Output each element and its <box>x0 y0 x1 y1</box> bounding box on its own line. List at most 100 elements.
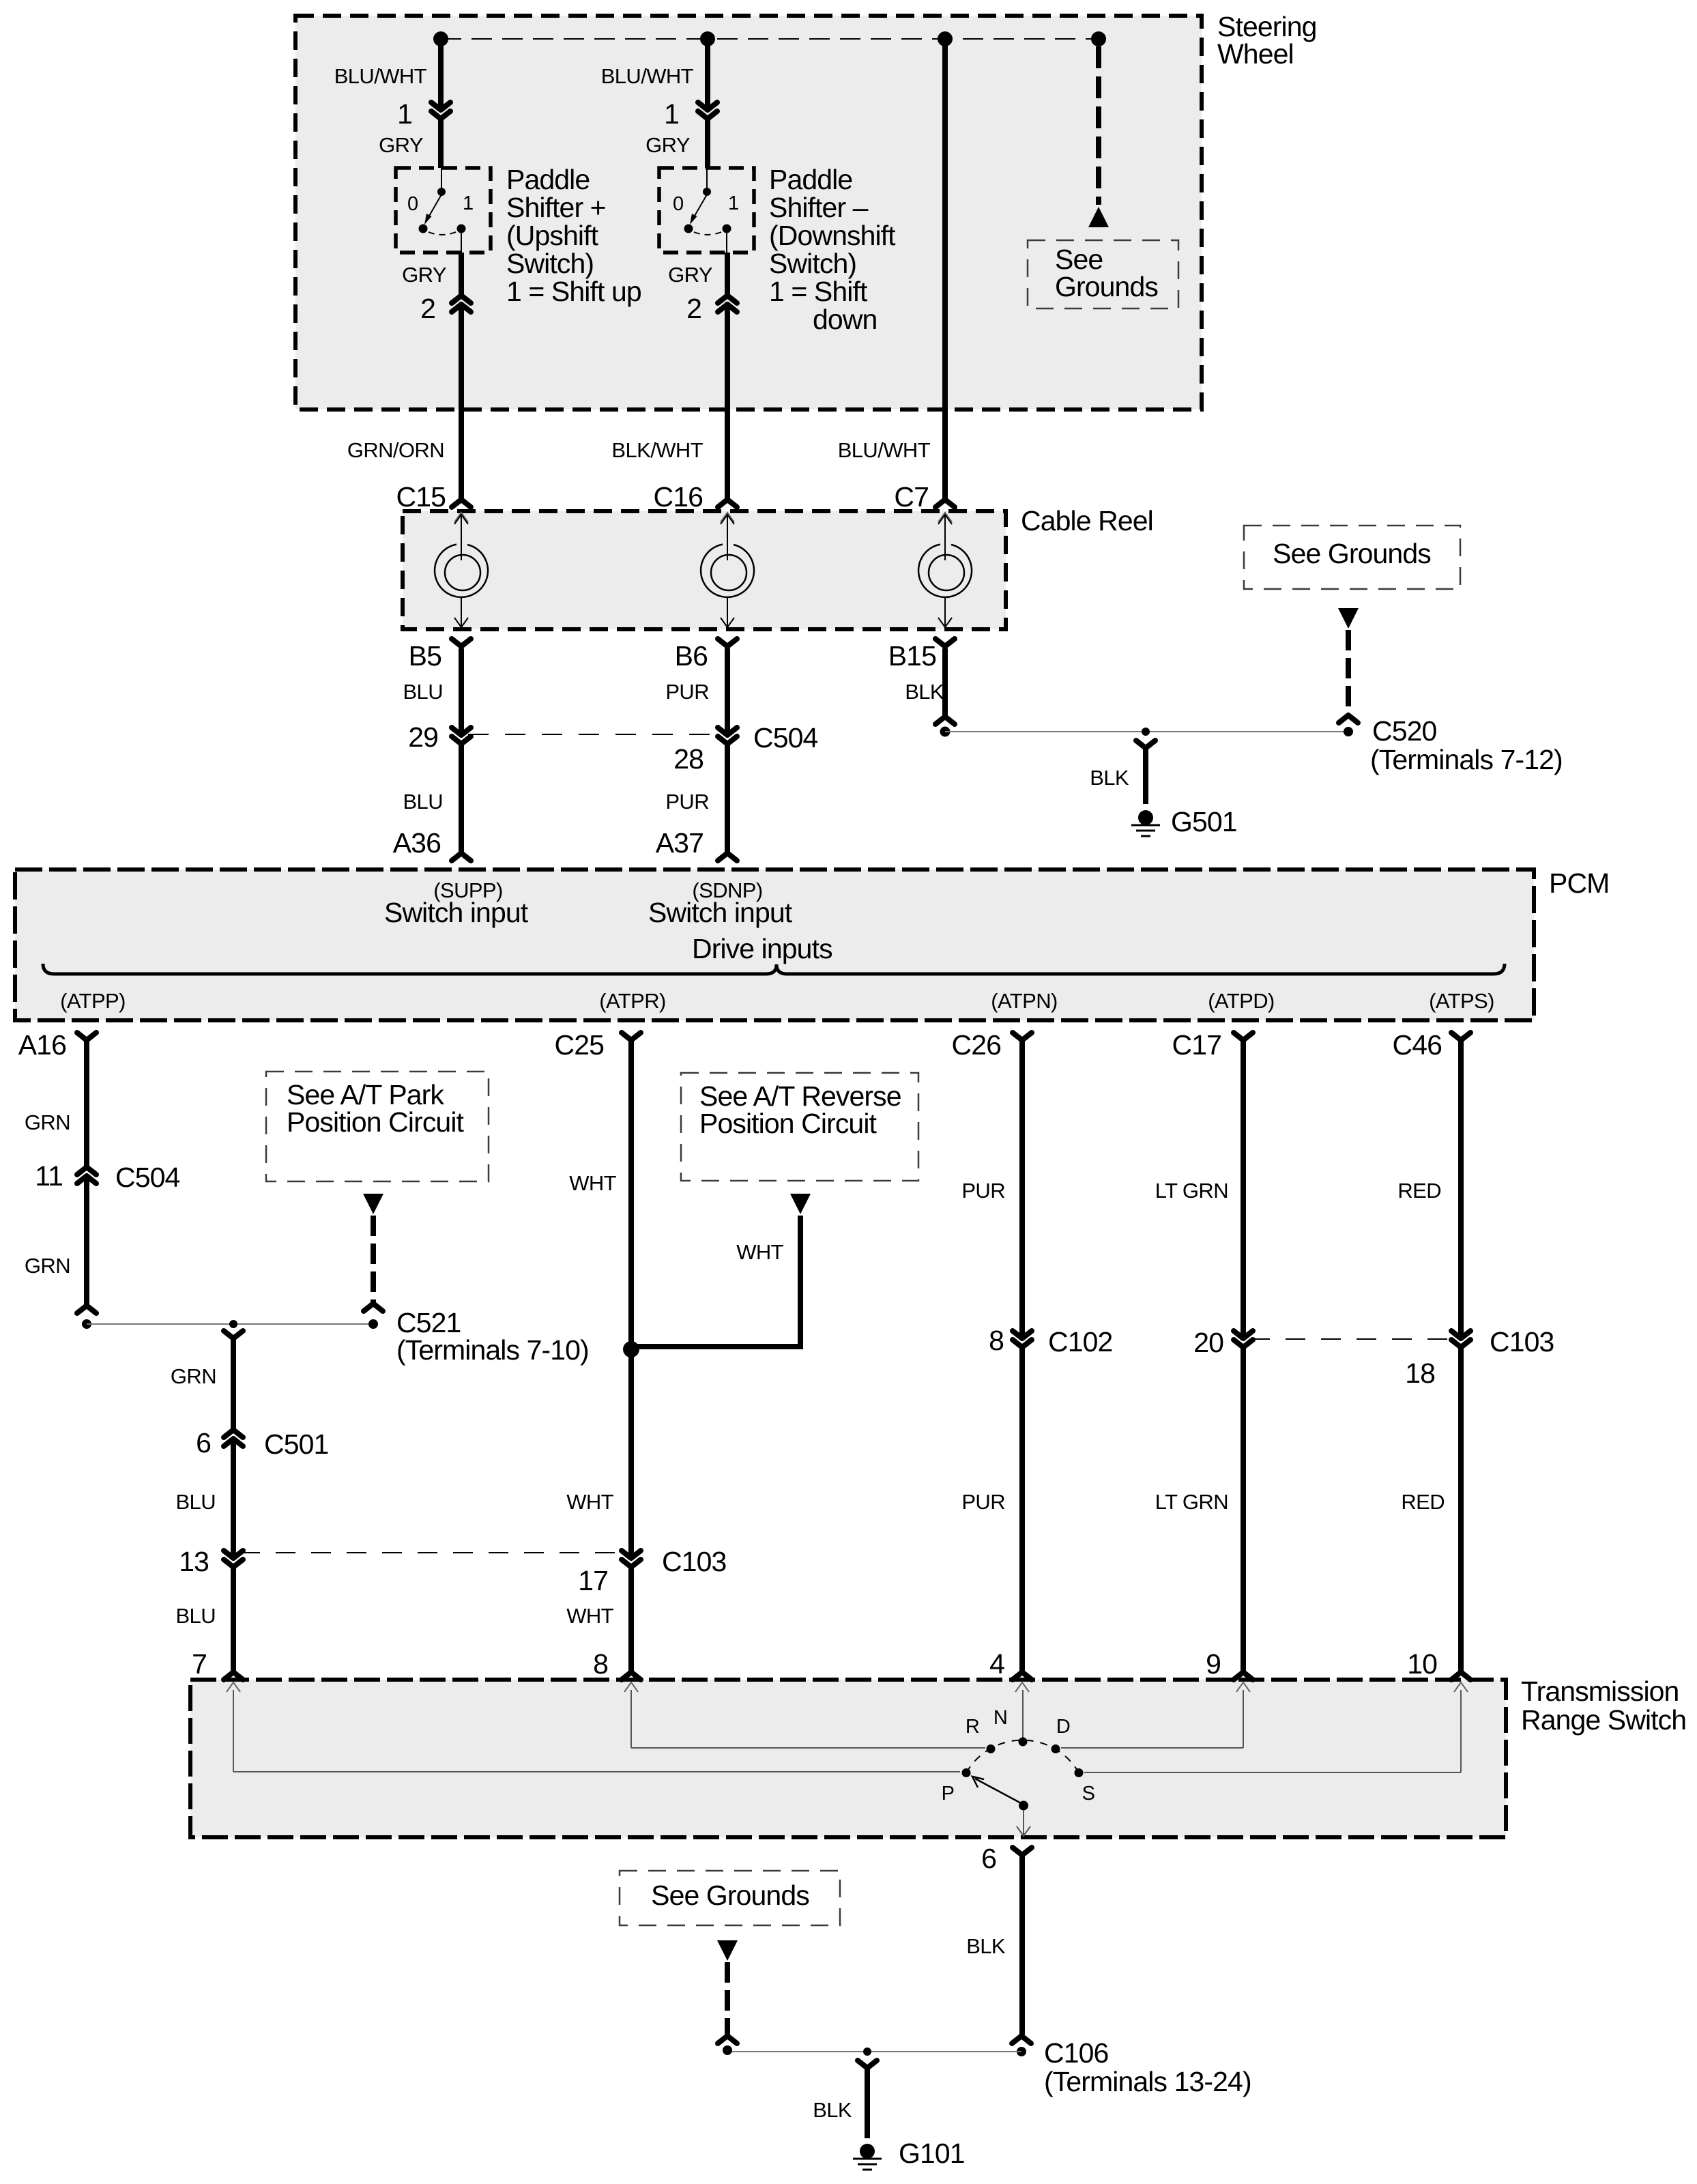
svg-text:PUR: PUR <box>961 1179 1005 1203</box>
svg-text:1: 1 <box>728 192 739 214</box>
svg-text:PUR: PUR <box>961 1490 1005 1514</box>
svg-text:Steering: Steering <box>1217 11 1317 42</box>
svg-text:C25: C25 <box>554 1029 604 1061</box>
svg-text:(ATPR): (ATPR) <box>599 989 665 1013</box>
svg-text:BLU: BLU <box>175 1604 216 1628</box>
svg-text:9: 9 <box>1206 1648 1221 1680</box>
svg-text:PUR: PUR <box>665 790 709 814</box>
svg-text:C16: C16 <box>653 481 703 513</box>
svg-text:C504: C504 <box>115 1162 180 1193</box>
svg-text:BLU/WHT: BLU/WHT <box>838 438 931 462</box>
svg-text:See A/T Reverse: See A/T Reverse <box>699 1080 901 1112</box>
svg-text:Grounds: Grounds <box>1055 271 1158 302</box>
svg-text:BLU/WHT: BLU/WHT <box>334 64 427 88</box>
svg-text:C504: C504 <box>753 722 818 753</box>
svg-text:Switch input: Switch input <box>384 897 529 928</box>
svg-text:Transmission: Transmission <box>1521 1676 1679 1707</box>
svg-text:B6: B6 <box>675 640 708 672</box>
svg-text:GRN: GRN <box>171 1364 216 1388</box>
svg-text:2: 2 <box>420 293 435 324</box>
svg-text:B15: B15 <box>888 640 936 672</box>
svg-text:See: See <box>1055 244 1103 275</box>
svg-text:28: 28 <box>673 743 704 775</box>
svg-text:WHT: WHT <box>569 1171 616 1195</box>
svg-text:BLK/WHT: BLK/WHT <box>611 438 703 462</box>
svg-text:S: S <box>1082 1783 1095 1805</box>
svg-text:GRN/ORN: GRN/ORN <box>347 438 444 462</box>
svg-text:20: 20 <box>1193 1327 1223 1358</box>
svg-text:Position Circuit: Position Circuit <box>287 1106 465 1138</box>
svg-text:C102: C102 <box>1048 1326 1112 1357</box>
svg-text:Switch): Switch) <box>769 248 856 279</box>
svg-text:(SDNP): (SDNP) <box>692 878 762 902</box>
svg-text:1: 1 <box>397 98 412 130</box>
svg-text:2: 2 <box>686 293 701 324</box>
svg-text:4: 4 <box>989 1648 1004 1680</box>
svg-text:6: 6 <box>196 1427 211 1459</box>
svg-text:13: 13 <box>179 1546 209 1577</box>
svg-text:BLK: BLK <box>966 1934 1006 1958</box>
svg-text:G101: G101 <box>899 2138 965 2169</box>
svg-text:1 = Shift up: 1 = Shift up <box>506 276 641 307</box>
svg-text:BLU/WHT: BLU/WHT <box>601 64 694 88</box>
svg-text:C7: C7 <box>894 481 929 513</box>
svg-text:Paddle: Paddle <box>769 164 852 195</box>
svg-text:GRY: GRY <box>668 263 712 287</box>
svg-text:Range Switch: Range Switch <box>1521 1704 1686 1736</box>
svg-text:RED: RED <box>1397 1179 1441 1203</box>
svg-text:Switch): Switch) <box>506 248 594 279</box>
svg-text:C103: C103 <box>1490 1326 1554 1357</box>
svg-text:BLU: BLU <box>403 790 443 814</box>
svg-text:GRY: GRY <box>402 263 446 287</box>
svg-text:C103: C103 <box>662 1546 726 1577</box>
svg-text:C46: C46 <box>1392 1029 1442 1061</box>
svg-text:0: 0 <box>407 193 418 215</box>
svg-text:(Terminals 13-24): (Terminals 13-24) <box>1044 2066 1251 2097</box>
svg-text:Wheel: Wheel <box>1217 38 1294 70</box>
svg-text:GRY: GRY <box>379 133 423 157</box>
svg-text:Drive inputs: Drive inputs <box>692 933 832 964</box>
svg-text:10: 10 <box>1407 1648 1437 1680</box>
svg-text:BLK: BLK <box>1090 766 1129 790</box>
svg-text:B5: B5 <box>409 640 441 672</box>
svg-text:6: 6 <box>981 1843 996 1874</box>
svg-text:C520: C520 <box>1372 715 1437 747</box>
svg-text:(ATPS): (ATPS) <box>1429 989 1494 1013</box>
svg-text:C17: C17 <box>1172 1029 1221 1061</box>
svg-text:LT GRN: LT GRN <box>1155 1490 1228 1514</box>
svg-text:Paddle: Paddle <box>506 164 590 195</box>
svg-text:RED: RED <box>1401 1490 1445 1514</box>
svg-text:8: 8 <box>989 1325 1004 1356</box>
svg-text:Cable Reel: Cable Reel <box>1021 505 1153 536</box>
svg-text:8: 8 <box>593 1648 608 1680</box>
svg-text:See Grounds: See Grounds <box>651 1880 809 1911</box>
svg-text:GRN: GRN <box>25 1110 70 1134</box>
svg-text:C501: C501 <box>264 1428 328 1460</box>
svg-text:17: 17 <box>578 1565 608 1596</box>
svg-text:(Upshift: (Upshift <box>506 220 599 251</box>
svg-text:1: 1 <box>664 98 679 130</box>
svg-text:See Grounds: See Grounds <box>1273 538 1431 569</box>
svg-text:Position Circuit: Position Circuit <box>699 1108 877 1139</box>
svg-text:29: 29 <box>408 721 438 753</box>
svg-text:11: 11 <box>35 1160 63 1192</box>
svg-text:C26: C26 <box>951 1029 1001 1061</box>
svg-text:(Terminals 7-12): (Terminals 7-12) <box>1370 744 1563 775</box>
svg-text:N: N <box>993 1707 1007 1729</box>
svg-text:(ATPN): (ATPN) <box>991 989 1057 1013</box>
svg-text:(SUPP): (SUPP) <box>433 878 502 902</box>
svg-text:A37: A37 <box>656 827 704 859</box>
svg-text:WHT: WHT <box>566 1604 613 1628</box>
svg-text:Switch input: Switch input <box>648 897 793 928</box>
svg-text:PUR: PUR <box>665 680 709 704</box>
svg-text:0: 0 <box>673 193 684 215</box>
svg-text:Shifter –: Shifter – <box>769 192 869 223</box>
svg-text:P: P <box>942 1783 955 1805</box>
svg-text:BLK: BLK <box>905 680 944 704</box>
svg-text:BLU: BLU <box>175 1490 216 1514</box>
svg-text:R: R <box>966 1716 979 1738</box>
svg-text:(ATPD): (ATPD) <box>1208 989 1274 1013</box>
svg-text:GRY: GRY <box>646 133 690 157</box>
svg-text:LT GRN: LT GRN <box>1155 1179 1228 1203</box>
svg-text:C106: C106 <box>1044 2037 1108 2069</box>
